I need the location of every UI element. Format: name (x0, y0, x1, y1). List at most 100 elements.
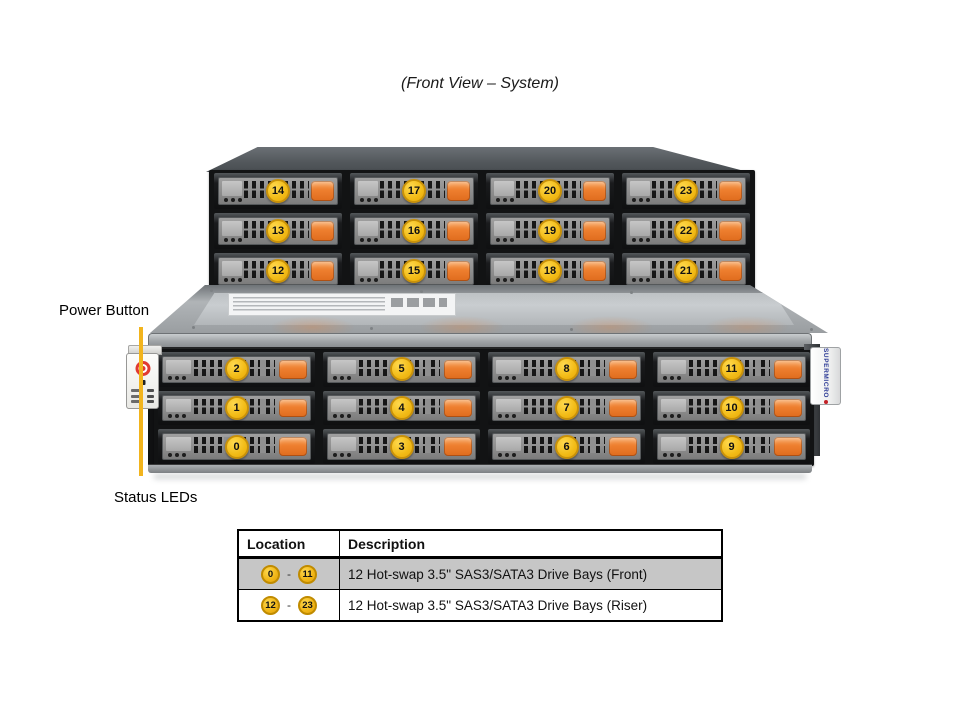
location-cell: 0-11 (237, 557, 340, 590)
drive-tray-face: 10 (657, 394, 806, 422)
callout-line (139, 327, 143, 476)
tray-blank-plate (630, 261, 651, 276)
chassis-screws (210, 289, 213, 292)
drive-release-latch (609, 437, 637, 456)
bay-number-badge: 6 (554, 434, 579, 459)
bay-number-badge: 2 (224, 357, 249, 382)
bay-number-badge: 14 (266, 179, 290, 203)
drive-tray-face: 19 (490, 217, 610, 245)
drive-bay-21: 21 (622, 253, 750, 289)
drive-release-latch (444, 398, 472, 418)
description-header: Description (339, 529, 723, 559)
tray-led-dots (168, 414, 186, 419)
drive-bay-8: 8 (488, 352, 645, 387)
drive-bay-13: 13 (214, 213, 342, 249)
drive-release-latch (447, 261, 470, 281)
riser-top-cover (206, 147, 748, 172)
tray-led-dots (224, 198, 242, 202)
bay-number-badge: 23 (674, 179, 698, 203)
tray-blank-plate (358, 181, 379, 196)
drive-tray-face: 5 (327, 356, 476, 383)
description-cell: 12 Hot-swap 3.5" SAS3/SATA3 Drive Bays (… (339, 589, 723, 622)
location-cell: 12-23 (237, 589, 340, 622)
tray-blank-plate (494, 221, 515, 236)
bay-number-badge: 23 (298, 595, 317, 615)
power-button-label: Power Button (59, 302, 150, 319)
tray-led-dots (168, 375, 186, 380)
tray-blank-plate (630, 181, 651, 196)
drive-bay-3: 3 (323, 429, 480, 464)
tray-led-dots (663, 453, 681, 457)
tray-blank-plate (166, 360, 191, 374)
drive-tray-face: 20 (490, 177, 610, 205)
drive-bay-table: Location Description 0-11 12 Hot-swap 3.… (237, 529, 723, 622)
bay-number-badge: 3 (389, 434, 414, 459)
supermicro-logo: SUPERMICRO (822, 348, 829, 399)
tray-led-dots (224, 278, 242, 282)
drive-release-latch (444, 360, 472, 379)
drive-bay-5: 5 (323, 352, 480, 387)
tray-led-dots (496, 198, 514, 202)
bay-number-badge: 10 (719, 395, 744, 420)
compliance-label-sticker (228, 293, 456, 316)
drive-bay-20: 20 (486, 173, 614, 209)
drive-bay-11: 11 (653, 352, 810, 387)
drive-bay-16: 16 (350, 213, 478, 249)
tray-led-dots (632, 238, 650, 242)
bay-number-badge: 0 (224, 434, 249, 459)
bay-number-badge: 20 (538, 179, 562, 203)
tray-led-dots (168, 453, 186, 457)
drive-release-latch (447, 221, 470, 241)
tray-blank-plate (630, 221, 651, 236)
range-dash: - (287, 598, 291, 612)
tray-led-dots (632, 198, 650, 202)
chassis-top-surface (150, 285, 828, 333)
drive-tray-face: 12 (218, 257, 338, 285)
drive-bay-10: 10 (653, 390, 810, 426)
drive-release-latch (583, 261, 606, 281)
tray-led-dots (333, 414, 351, 419)
drive-tray-face: 17 (354, 177, 474, 205)
tray-led-dots (360, 198, 378, 202)
drive-bay-9: 9 (653, 429, 810, 464)
drive-release-latch (609, 360, 637, 379)
tray-blank-plate (331, 398, 356, 413)
drive-tray-face: 3 (327, 433, 476, 460)
drive-release-latch (447, 181, 470, 201)
description-cell: 12 Hot-swap 3.5" SAS3/SATA3 Drive Bays (… (339, 557, 723, 590)
drive-release-latch (311, 181, 334, 201)
drive-bay-12: 12 (214, 253, 342, 289)
tray-blank-plate (496, 360, 521, 374)
bay-number-badge: 12 (266, 259, 290, 283)
drive-bay-6: 6 (488, 429, 645, 464)
drive-bay-23: 23 (622, 173, 750, 209)
drive-tray-face: 23 (626, 177, 746, 205)
bay-number-badge: 22 (674, 219, 698, 243)
drive-release-latch (774, 437, 802, 456)
bay-number-badge: 11 (298, 564, 317, 584)
bay-number-badge: 7 (554, 395, 579, 420)
range-dash: - (287, 567, 291, 581)
tray-led-dots (360, 238, 378, 242)
drive-bay-0: 0 (158, 429, 315, 464)
drive-tray-face: 22 (626, 217, 746, 245)
location-header: Location (237, 529, 340, 559)
drive-bay-14: 14 (214, 173, 342, 209)
tray-blank-plate (496, 398, 521, 413)
bay-number-badge: 1 (224, 395, 249, 420)
bay-number-badge: 9 (719, 434, 744, 459)
drive-release-latch (774, 360, 802, 379)
tray-blank-plate (166, 398, 191, 413)
drive-release-latch (279, 437, 307, 456)
bay-number-badge: 18 (538, 259, 562, 283)
drive-bay-1: 1 (158, 390, 315, 426)
tray-led-dots (224, 238, 242, 242)
drive-bay-22: 22 (622, 213, 750, 249)
bay-number-badge: 21 (674, 259, 698, 283)
tray-led-dots (663, 414, 681, 419)
drive-bay-2: 2 (158, 352, 315, 387)
tray-led-dots (632, 278, 650, 282)
drive-release-latch (311, 221, 334, 241)
